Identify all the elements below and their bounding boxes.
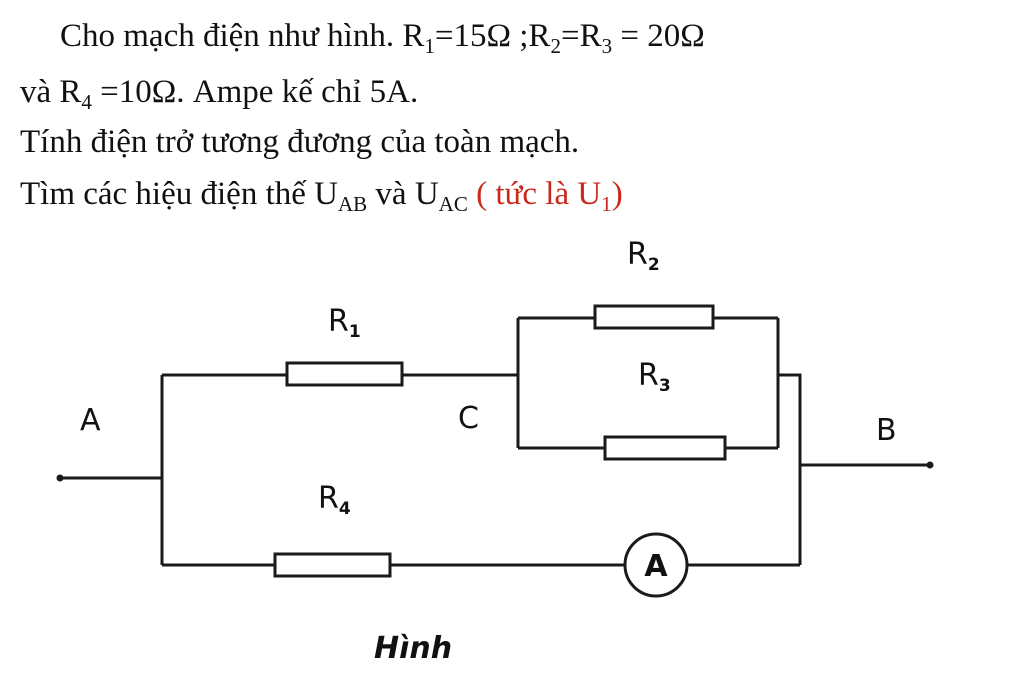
node-c-label: C — [458, 401, 479, 436]
r4-label-main: R — [318, 481, 339, 516]
line1-text: Cho mạch điện như hình. — [60, 18, 395, 54]
r4-subscript: 4 — [81, 90, 92, 114]
uab-symbol: U — [314, 176, 338, 212]
line2-rest: =10Ω. Ampe kế chỉ 5A. — [91, 74, 419, 110]
r1-label-sub: 1 — [349, 322, 361, 342]
problem-line-3: Tính điện trở tương đương của toàn mạch. — [20, 124, 580, 160]
line2-text: và — [20, 74, 52, 110]
ammeter-label: A — [644, 549, 668, 584]
uac-symbol: U — [414, 176, 439, 212]
terminal-a-dot — [56, 474, 64, 482]
r1-label: R1 — [328, 304, 361, 342]
r3-symbol: R — [579, 18, 602, 54]
circuit-diagram: A R1 R2 R3 R4 A C B Hình — [56, 237, 934, 666]
r2-subscript: 2 — [550, 34, 561, 58]
uab-subscript: AB — [337, 192, 368, 216]
figure-caption: Hình — [374, 631, 452, 666]
r23-value: = 20Ω — [612, 18, 705, 54]
resistor-r1 — [285, 361, 404, 387]
equals-sign: = — [560, 18, 580, 54]
r2-label-main: R — [627, 237, 648, 272]
r2-label-sub: 2 — [648, 255, 660, 275]
problem-line-2: và R4 =10Ω. Ampe kế chỉ 5A. — [20, 76, 418, 113]
r4-label-sub: 4 — [339, 499, 351, 519]
r4-label: R4 — [318, 481, 351, 519]
node-a-label: A — [80, 403, 101, 438]
u1-symbol: U — [577, 176, 602, 212]
r2-label: R2 — [627, 237, 660, 275]
resistor-r4 — [273, 552, 392, 578]
note: ( tức là U1) — [476, 176, 623, 215]
r3-label-main: R — [638, 358, 659, 393]
line4-text: Tìm các hiệu điện thế — [20, 176, 306, 212]
r1-label-main: R — [328, 304, 349, 339]
r2-symbol: R — [528, 18, 551, 54]
r4-symbol: R — [59, 74, 82, 110]
r1-symbol: R — [402, 18, 425, 54]
wire-right-bus — [778, 373, 802, 565]
r3-subscript: 3 — [601, 34, 613, 58]
uac-subscript: AC — [438, 192, 468, 216]
resistor-r3 — [603, 435, 727, 461]
circuit-wires — [60, 316, 930, 567]
problem-line-1: Cho mạch điện như hình. R1=15Ω ;R2=R3 = … — [60, 20, 705, 57]
ammeter-symbol — [623, 532, 689, 598]
note-suffix: ) — [611, 176, 623, 212]
r3-label: R3 — [638, 358, 671, 396]
node-b-label: B — [876, 413, 897, 448]
problem-line-4: Tìm các hiệu điện thế UAB và UAC ( tức l… — [20, 178, 623, 215]
r1-value: =15Ω ; — [434, 18, 529, 54]
r1-subscript: 1 — [424, 34, 435, 58]
problem-statement: Cho mạch điện như hình. R1=15Ω ;R2=R3 = … — [0, 0, 1024, 236]
line4-and: và — [375, 176, 407, 212]
note-prefix: ( tức là — [476, 176, 570, 212]
terminal-b-dot — [926, 461, 934, 469]
r3-label-sub: 3 — [659, 376, 671, 396]
resistor-r2 — [593, 304, 715, 330]
u1-subscript: 1 — [601, 192, 612, 216]
